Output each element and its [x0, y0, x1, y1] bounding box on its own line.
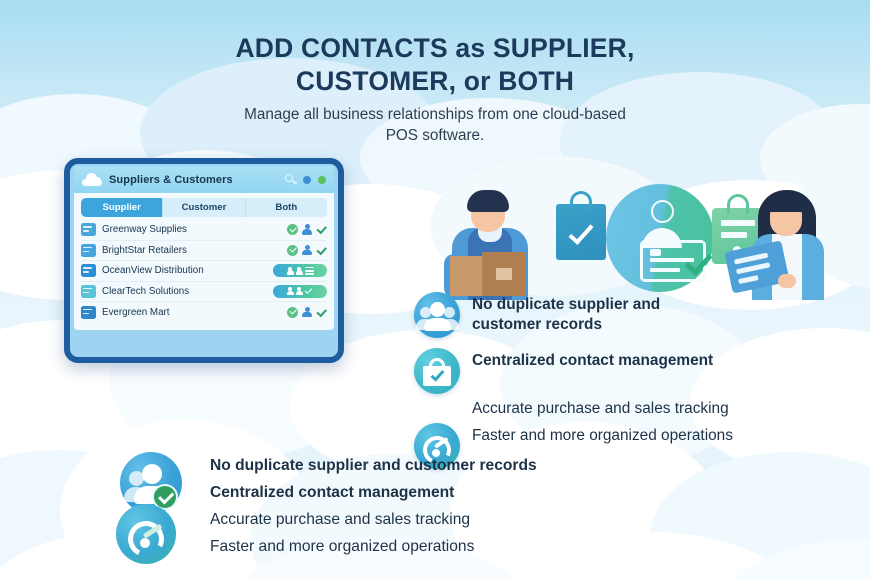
table-row[interactable]: ClearTech Solutions [81, 282, 327, 302]
contact-name: BrightStar Retailers [102, 244, 187, 256]
pos-monitor: Suppliers & Customers Supplier Customer … [64, 158, 344, 363]
hero-illustration [420, 176, 860, 300]
person-silhouette-icon [642, 200, 682, 248]
feature-line: No duplicate supplier and customer recor… [210, 457, 537, 474]
check-circle-icon [287, 224, 298, 236]
supplier-person-illustration [438, 182, 558, 300]
feature-text: Centralized contact management [472, 352, 714, 369]
speedometer-icon [116, 504, 176, 564]
check-mark-icon [316, 308, 327, 317]
person-icon [302, 224, 312, 235]
feature-lines: No duplicate supplier and customer recor… [210, 452, 674, 560]
feature-text-line-2: customer records [472, 316, 603, 333]
headline-block: ADD CONTACTS as SUPPLIER, CUSTOMER, or B… [0, 32, 870, 146]
table-row[interactable]: OceanView Distribution [81, 261, 327, 282]
feature-item: Accurate purchase and sales tracking [472, 396, 860, 419]
feature-text: Faster and more organized operations [472, 427, 733, 444]
feature-item: No duplicate supplier and customer recor… [414, 292, 860, 338]
feature-line: Centralized contact management [210, 484, 455, 501]
check-mark-icon [316, 225, 327, 234]
contact-name: Greenway Supplies [102, 224, 187, 236]
contact-name: Evergreen Mart [102, 306, 170, 318]
contact-list: Greenway Supplies BrightStar Retailers [74, 220, 334, 323]
contact-card-icon [81, 243, 96, 257]
people-group-icon [414, 292, 460, 338]
check-mark-icon [316, 246, 327, 255]
feature-list-right: No duplicate supplier and customer recor… [414, 292, 860, 469]
shopping-bag-check-icon [414, 348, 460, 394]
row-status-icons [287, 306, 327, 318]
contact-type-tabs: Supplier Customer Both [81, 198, 327, 217]
feature-icons-group [114, 452, 210, 564]
search-icon[interactable] [285, 174, 298, 185]
feature-text: No duplicate supplier and customer recor… [472, 292, 660, 335]
window-dot-blue-icon[interactable] [303, 175, 311, 184]
feature-line: Faster and more organized operations [210, 538, 475, 555]
feature-item: Centralized contact management [414, 348, 860, 394]
both-badge [273, 284, 327, 298]
contact-card-icon [81, 284, 96, 298]
person-icon [302, 244, 312, 256]
check-mark-icon [686, 254, 714, 274]
feature-item: Faster and more organized operations [414, 423, 860, 469]
row-status-icons [287, 224, 327, 236]
tab-both[interactable]: Both [245, 198, 327, 217]
tab-customer[interactable]: Customer [163, 198, 246, 217]
window-dot-green-icon[interactable] [318, 175, 326, 184]
table-row[interactable]: Evergreen Mart [81, 302, 327, 323]
table-row[interactable]: BrightStar Retailers [81, 241, 327, 261]
tab-supplier[interactable]: Supplier [81, 198, 164, 217]
feature-list-bottom: No duplicate supplier and customer recor… [114, 452, 674, 564]
table-row[interactable]: Greenway Supplies [81, 220, 327, 241]
contact-card-icon [81, 223, 96, 237]
contact-card-icon [81, 305, 96, 319]
feature-line: Accurate purchase and sales tracking [210, 511, 471, 528]
contact-name: ClearTech Solutions [102, 285, 190, 297]
speedometer-icon [414, 423, 460, 469]
feature-text: Accurate purchase and sales tracking [472, 400, 729, 417]
page-title-line-2: CUSTOMER, or BOTH [295, 66, 575, 96]
check-circle-icon [287, 306, 298, 318]
both-badge [273, 264, 327, 278]
pos-app-screen: Suppliers & Customers Supplier Customer … [74, 166, 334, 330]
cloud-icon [82, 173, 102, 186]
row-status-icons [287, 244, 327, 256]
person-icon [302, 306, 312, 318]
page-subtitle-line-1: Manage all business relationships from o… [244, 106, 626, 123]
check-circle-icon [287, 244, 298, 256]
center-graphic [548, 182, 778, 294]
customer-person-illustration [724, 182, 850, 300]
app-titlebar: Suppliers & Customers [74, 166, 334, 193]
app-title: Suppliers & Customers [109, 173, 233, 186]
contact-name: OceanView Distribution [102, 265, 204, 277]
feature-text-line-1: No duplicate supplier and [472, 296, 661, 313]
page-subtitle-line-2: POS software. [385, 127, 485, 144]
contact-card-icon [81, 264, 96, 278]
shopping-bag-blue-icon [556, 191, 606, 260]
page-title-line-1: ADD CONTACTS as SUPPLIER, [235, 33, 635, 63]
